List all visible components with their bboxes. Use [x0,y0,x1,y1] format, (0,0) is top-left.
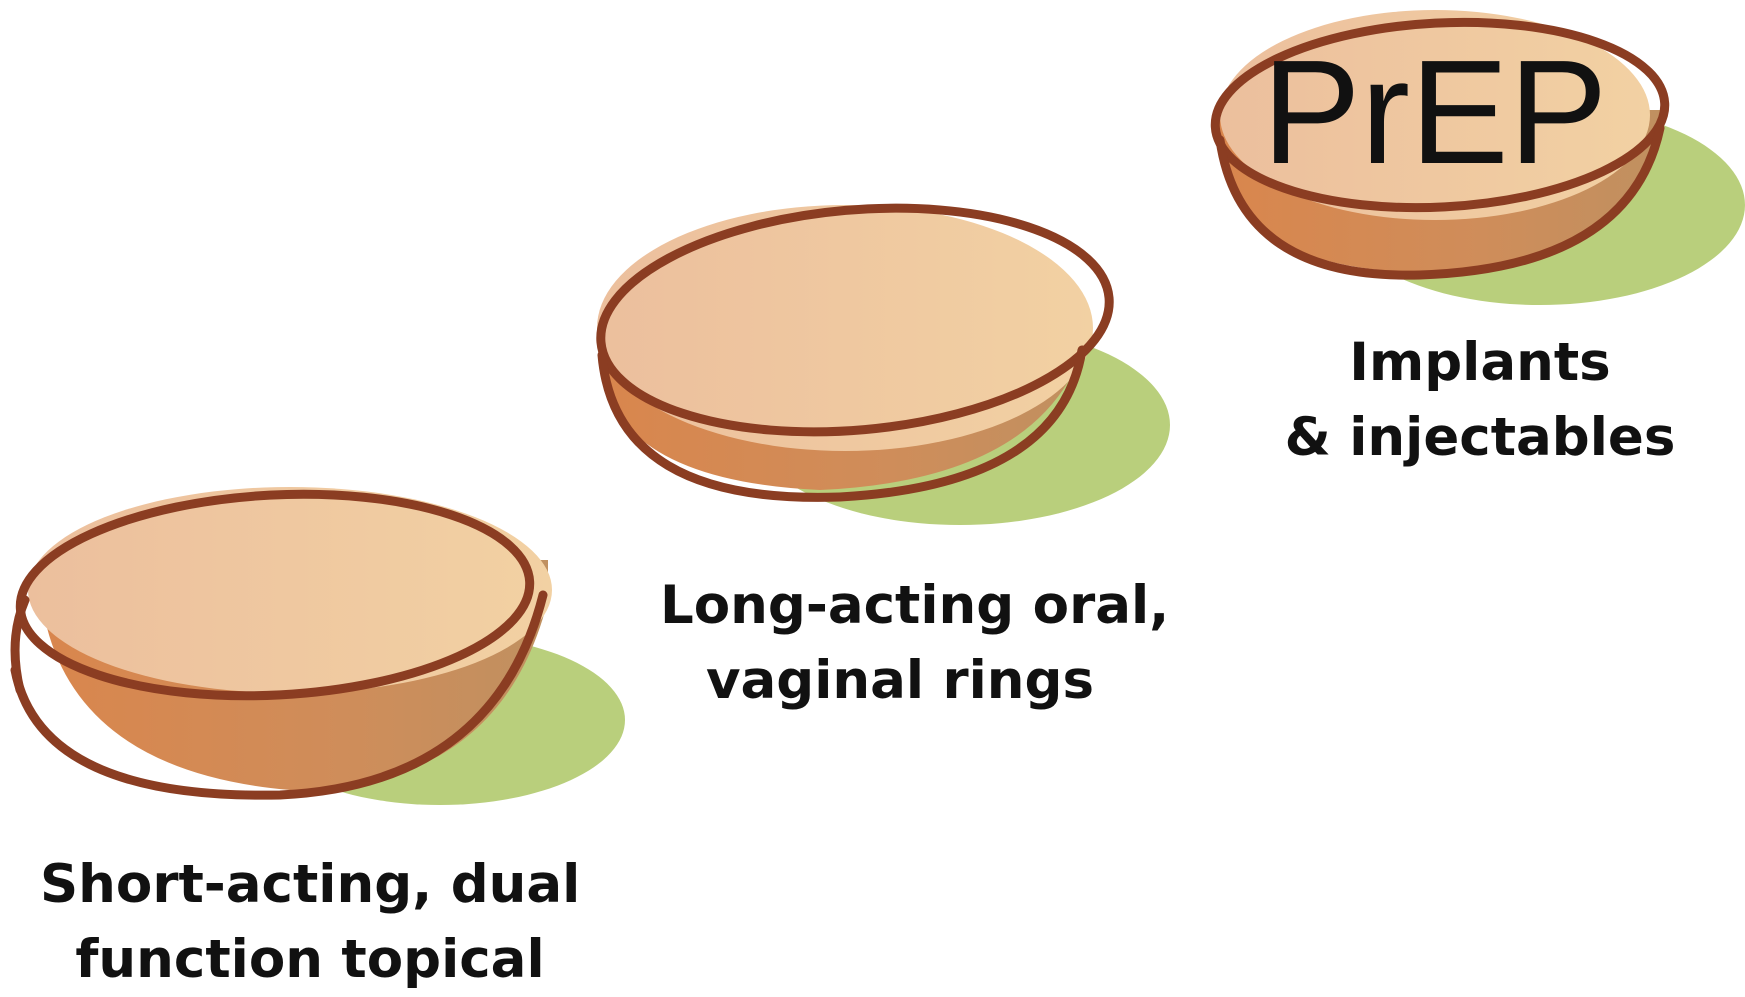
pill-short-acting [15,482,625,805]
pill-left-edge [15,600,25,690]
pill-long-acting [591,188,1170,525]
caption-line: function topical [40,922,580,997]
diagram-title: PrEP [1262,28,1607,198]
caption-long-acting: Long-acting oral, vaginal rings [660,568,1140,718]
caption-line: Implants [1275,325,1685,400]
caption-line: vaginal rings [660,643,1140,718]
caption-short-acting: Short-acting, dual function topical [40,847,580,997]
pill-top [28,487,552,693]
caption-line: Short-acting, dual [40,847,580,922]
caption-implants: Implants & injectables [1275,325,1685,475]
caption-line: & injectables [1275,400,1685,475]
caption-line: Long-acting oral, [660,568,1140,643]
